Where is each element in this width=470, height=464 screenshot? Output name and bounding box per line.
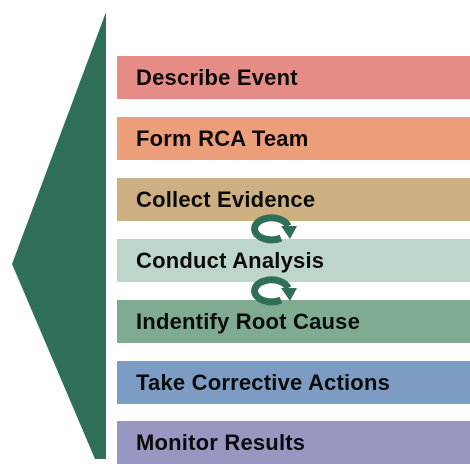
step-form-rca-team: Form RCA Team <box>117 117 470 160</box>
step-monitor-results: Monitor Results <box>117 421 470 464</box>
step-identify-root-cause: Indentify Root Cause <box>117 300 470 343</box>
cycle-arrows-icon <box>251 214 297 244</box>
step-label: Conduct Analysis <box>136 247 325 273</box>
step-describe-event: Describe Event <box>117 56 470 99</box>
left-arrow-shape <box>12 12 106 459</box>
step-label: Collect Evidence <box>136 186 316 212</box>
step-label: Take Corrective Actions <box>136 369 391 395</box>
step-collect-evidence: Collect Evidence <box>117 178 470 221</box>
step-take-corrective-actions: Take Corrective Actions <box>117 361 470 404</box>
step-label: Describe Event <box>136 64 298 90</box>
step-label: Form RCA Team <box>136 125 309 151</box>
step-conduct-analysis: Conduct Analysis <box>117 239 470 282</box>
cycle-arrows-icon <box>251 276 297 306</box>
arrow-polygon <box>12 12 106 459</box>
step-label: Monitor Results <box>136 429 306 455</box>
step-label: Indentify Root Cause <box>136 308 361 334</box>
